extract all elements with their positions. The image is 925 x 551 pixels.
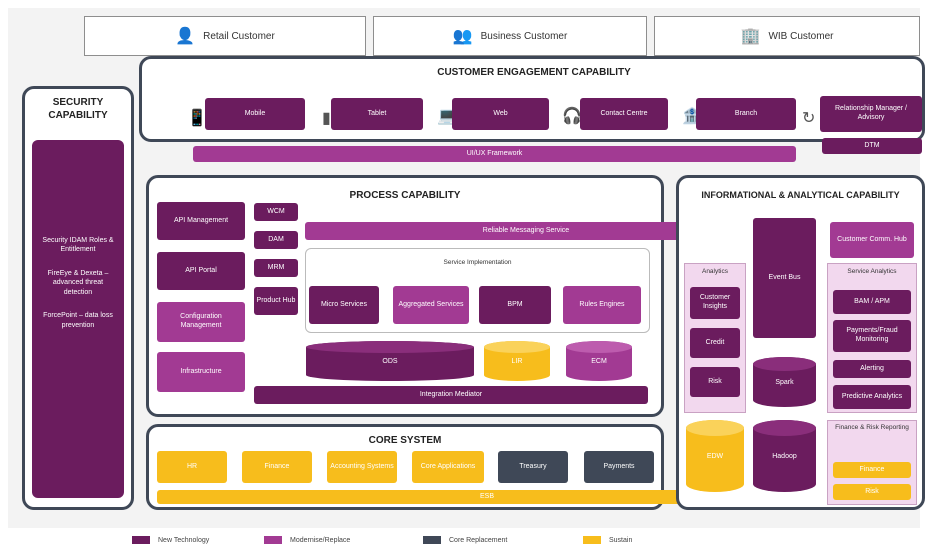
lir-label: LIR bbox=[511, 357, 523, 365]
wcm-box: WCM bbox=[254, 203, 298, 221]
ecm-store: ECM bbox=[566, 341, 632, 381]
bam-apm-box: BAM / APM bbox=[833, 290, 911, 314]
mobile-device-icon: 📱 bbox=[187, 110, 207, 127]
predictive-analytics-box: Predictive Analytics bbox=[833, 385, 911, 409]
tablet-icon: ▮ bbox=[322, 110, 331, 127]
edw-label: EDW bbox=[706, 452, 724, 460]
payments-fraud-box: Payments/Fraud Monitoring bbox=[833, 320, 911, 352]
hadoop-label: Hadoop bbox=[772, 452, 797, 460]
finance-risk-label: Finance & Risk Reporting bbox=[835, 424, 909, 431]
person-icon: 👤 bbox=[175, 28, 196, 45]
channel-relationship-manager: Relationship Manager / Advisory bbox=[820, 96, 922, 132]
spark-label: Spark bbox=[775, 378, 794, 386]
spark-cylinder-shape bbox=[753, 357, 816, 407]
aggregated-services-box: Aggregated Services bbox=[393, 286, 469, 324]
service-analytics-label: Service Analytics bbox=[847, 268, 897, 275]
web-user-icon: 💻 bbox=[437, 108, 457, 125]
security-item-idam: Security IDAM Roles & Entitlement bbox=[42, 237, 114, 254]
wib-customer-box: 🏢 WIB Customer bbox=[654, 16, 920, 56]
dtm-box: DTM bbox=[822, 138, 922, 154]
legend-label-modernise: Modernise/Replace bbox=[290, 536, 351, 544]
infrastructure-box: Infrastructure bbox=[157, 352, 245, 392]
ods-store: ODS bbox=[306, 341, 474, 381]
api-management-box: API Management bbox=[157, 202, 245, 240]
business-customer-box: 👥 Business Customer bbox=[373, 16, 647, 56]
legend-swatch-new bbox=[132, 536, 150, 544]
process-title: PROCESS CAPABILITY bbox=[349, 190, 461, 201]
finance-report-box: Finance bbox=[833, 462, 911, 478]
reliable-messaging-bar: Reliable Messaging Service bbox=[305, 222, 747, 240]
channel-web: Web bbox=[452, 98, 549, 130]
risk-report-box: Risk bbox=[833, 484, 911, 500]
retail-customer-label: Retail Customer bbox=[203, 30, 275, 42]
legend-swatch-modernise bbox=[264, 536, 282, 544]
event-bus-box: Event Bus bbox=[753, 218, 816, 338]
bpm-box: BPM bbox=[479, 286, 551, 324]
engagement-title: CUSTOMER ENGAGEMENT CAPABILITY bbox=[437, 67, 631, 78]
channel-mobile: Mobile bbox=[205, 98, 305, 130]
wib-customer-label: WIB Customer bbox=[768, 30, 834, 42]
edw-store: EDW bbox=[686, 420, 744, 492]
ods-label: ODS bbox=[382, 357, 398, 365]
product-hub-box: Product Hub bbox=[254, 287, 298, 315]
legend-sustain: Sustain bbox=[583, 533, 632, 547]
legend-swatch-core bbox=[423, 536, 441, 544]
legend-modernise: Modernise/Replace bbox=[264, 533, 350, 547]
mrm-box: MRM bbox=[254, 259, 298, 277]
spark-store: Spark bbox=[753, 357, 816, 407]
legend-label-sustain: Sustain bbox=[609, 536, 633, 544]
analytics-title: INFORMATIONAL & ANALYTICAL CAPABILITY bbox=[701, 190, 900, 200]
security-title: SECURITY CAPABILITY bbox=[48, 97, 108, 121]
ods-cylinder-shape bbox=[306, 341, 474, 381]
legend-core-replacement: Core Replacement bbox=[423, 533, 507, 547]
risk-box: Risk bbox=[690, 367, 740, 397]
channel-contact-centre: Contact Centre bbox=[580, 98, 668, 130]
channel-tablet: Tablet bbox=[331, 98, 423, 130]
channel-branch: Branch bbox=[696, 98, 796, 130]
rules-engines-box: Rules Engines bbox=[563, 286, 641, 324]
hadoop-store: Hadoop bbox=[753, 420, 816, 492]
ui-ux-framework-bar: UI/UX Framework bbox=[193, 146, 796, 162]
integration-mediator-bar: Integration Mediator bbox=[254, 386, 648, 404]
alerting-box: Alerting bbox=[833, 360, 911, 378]
core-payments-box: Payments bbox=[584, 451, 654, 483]
service-implementation-label: Service Implementation bbox=[443, 259, 512, 266]
core-hr-box: HR bbox=[157, 451, 227, 483]
lir-cylinder-shape bbox=[484, 341, 550, 381]
legend-swatch-sustain bbox=[583, 536, 601, 544]
retail-customer-box: 👤 Retail Customer bbox=[84, 16, 366, 56]
security-item-forcepoint: ForcePoint – data loss prevention bbox=[43, 312, 113, 329]
configuration-management-box: Configuration Management bbox=[157, 302, 245, 342]
edw-cylinder-shape bbox=[686, 420, 744, 492]
esb-bar: ESB bbox=[157, 490, 817, 504]
core-title: CORE SYSTEM bbox=[368, 435, 442, 446]
ecm-cylinder-shape bbox=[566, 341, 632, 381]
lir-store: LIR bbox=[484, 341, 550, 381]
customer-insights-box: Customer Insights bbox=[690, 287, 740, 319]
micro-services-box: Micro Services bbox=[309, 286, 379, 324]
legend-label-core: Core Replacement bbox=[449, 536, 508, 544]
ecm-label: ECM bbox=[591, 357, 607, 365]
security-item-fireeye: FireEye & Dexeta – advanced threat detec… bbox=[47, 269, 109, 296]
security-items-box: Security IDAM Roles & Entitlement FireEy… bbox=[32, 140, 124, 498]
core-applications-box: Core Applications bbox=[412, 451, 484, 483]
hadoop-cylinder-shape bbox=[753, 420, 816, 492]
business-customer-label: Business Customer bbox=[480, 30, 568, 42]
credit-box: Credit bbox=[690, 328, 740, 358]
advisor-icon: ↻ bbox=[802, 110, 816, 127]
contact-agent-icon: 🎧 bbox=[562, 108, 582, 125]
group-icon: 👥 bbox=[452, 28, 473, 45]
dam-box: DAM bbox=[254, 231, 298, 249]
legend-label-new: New Technology bbox=[158, 536, 210, 544]
core-accounting-box: Accounting Systems bbox=[327, 451, 397, 483]
core-finance-box: Finance bbox=[242, 451, 312, 483]
analytics-group-label: Analytics bbox=[701, 268, 728, 275]
customer-comm-hub-box: Customer Comm. Hub bbox=[830, 222, 914, 258]
legend-new-technology: New Technology bbox=[132, 533, 209, 547]
building-icon: 🏢 bbox=[740, 28, 761, 45]
core-treasury-box: Treasury bbox=[498, 451, 568, 483]
api-portal-box: API Portal bbox=[157, 252, 245, 290]
